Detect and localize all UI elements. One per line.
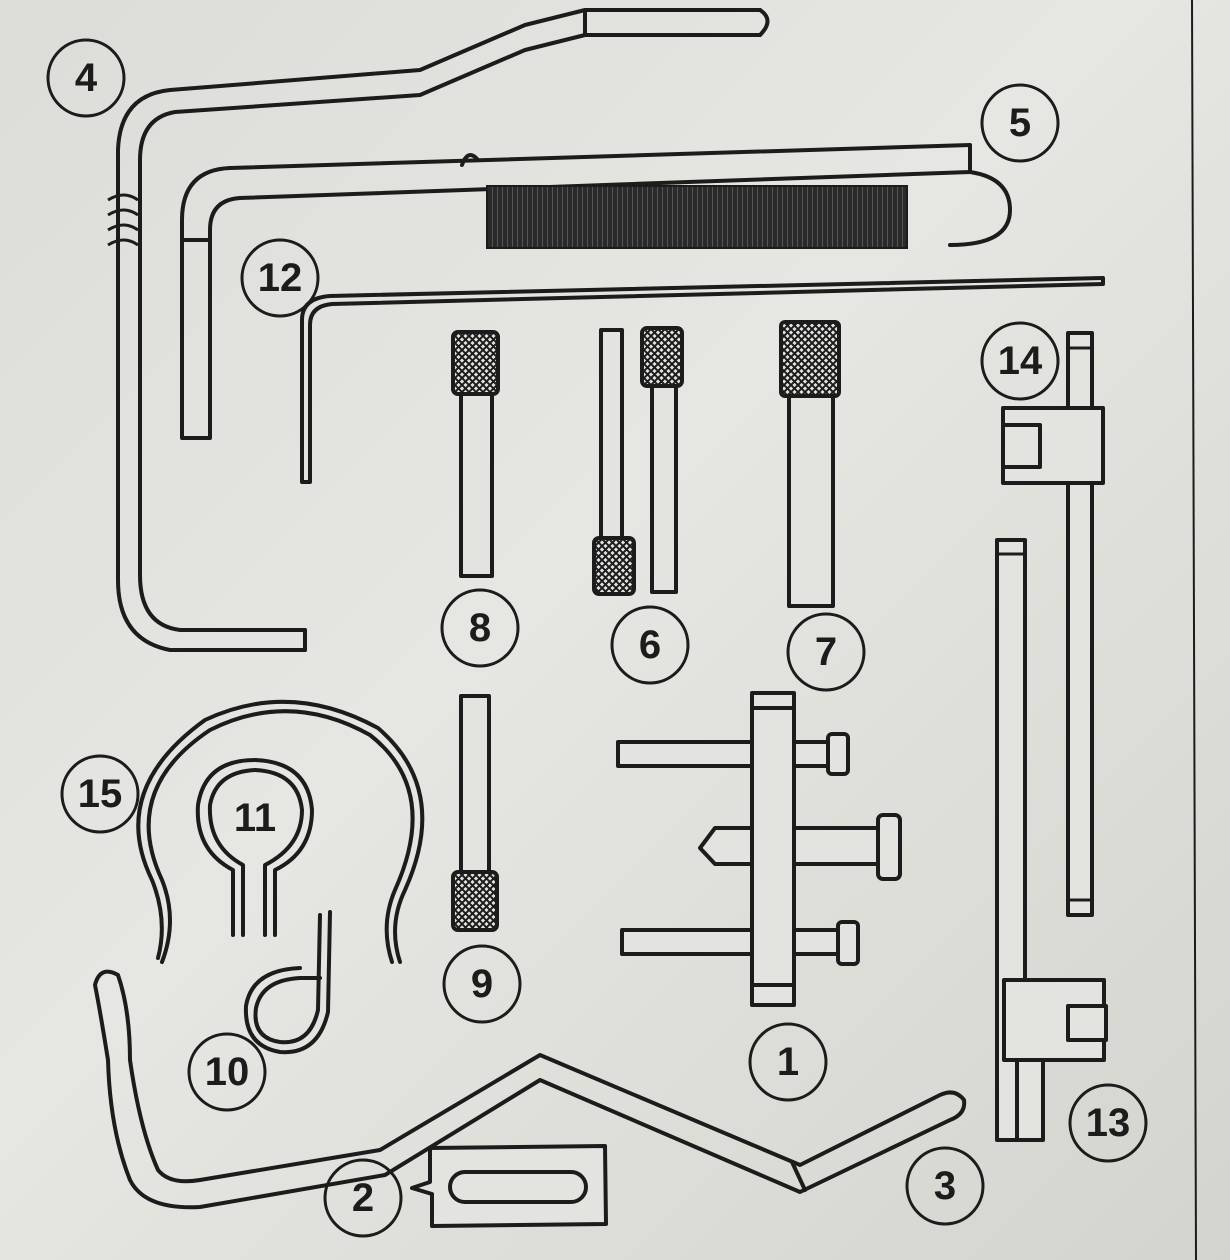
svg-text:5: 5 [1009,101,1031,145]
callout-1: 1 [748,1022,828,1102]
callout-6: 6 [610,605,690,685]
callout-12: 12 [240,238,320,318]
tool-5-hook-brush [180,143,1012,440]
svg-text:13: 13 [1086,1101,1131,1145]
callout-13: 13 [1068,1083,1148,1163]
svg-text:12: 12 [258,256,303,300]
tool-11-ring-clip [195,758,314,937]
tool-12-l-wire [300,276,1105,484]
callout-8: 8 [440,588,520,668]
callout-4: 4 [46,38,126,118]
callout-9: 9 [442,944,522,1024]
callout-11: 11 [234,796,276,840]
svg-text:2: 2 [352,1176,374,1220]
callout-3: 3 [905,1146,985,1226]
svg-text:6: 6 [639,623,661,667]
svg-text:14: 14 [998,339,1043,383]
tool-14-rod [1001,331,1105,917]
svg-text:1: 1 [777,1040,799,1084]
page-border [1191,0,1197,1260]
svg-text:10: 10 [205,1050,250,1094]
svg-text:8: 8 [469,606,491,650]
tool-2-slotted-plate [410,1144,608,1228]
callout-10: 10 [187,1032,267,1112]
callout-2: 2 [323,1158,403,1238]
tool-13-rod [995,538,1108,1142]
svg-text:3: 3 [934,1164,956,1208]
svg-text:11: 11 [234,796,276,840]
tool-9-pin [451,694,499,932]
callout-14: 14 [980,321,1060,401]
callout-5: 5 [980,83,1060,163]
svg-text:4: 4 [75,56,98,100]
tool-10-hairpin [243,910,332,1055]
svg-text:9: 9 [471,962,493,1006]
callout-15: 15 [60,754,140,834]
tool-6-pins [592,326,684,596]
tool-7-pin [779,320,841,608]
svg-text:7: 7 [815,630,837,674]
callout-7: 7 [786,612,866,692]
tool-4-bent-bar [107,8,770,652]
tool-1-puller [616,691,902,1007]
svg-text:15: 15 [78,772,123,816]
tool-8-pin [451,330,500,578]
tool-15-wire-clip [136,699,425,964]
tool-3-bent-bar [93,969,967,1210]
